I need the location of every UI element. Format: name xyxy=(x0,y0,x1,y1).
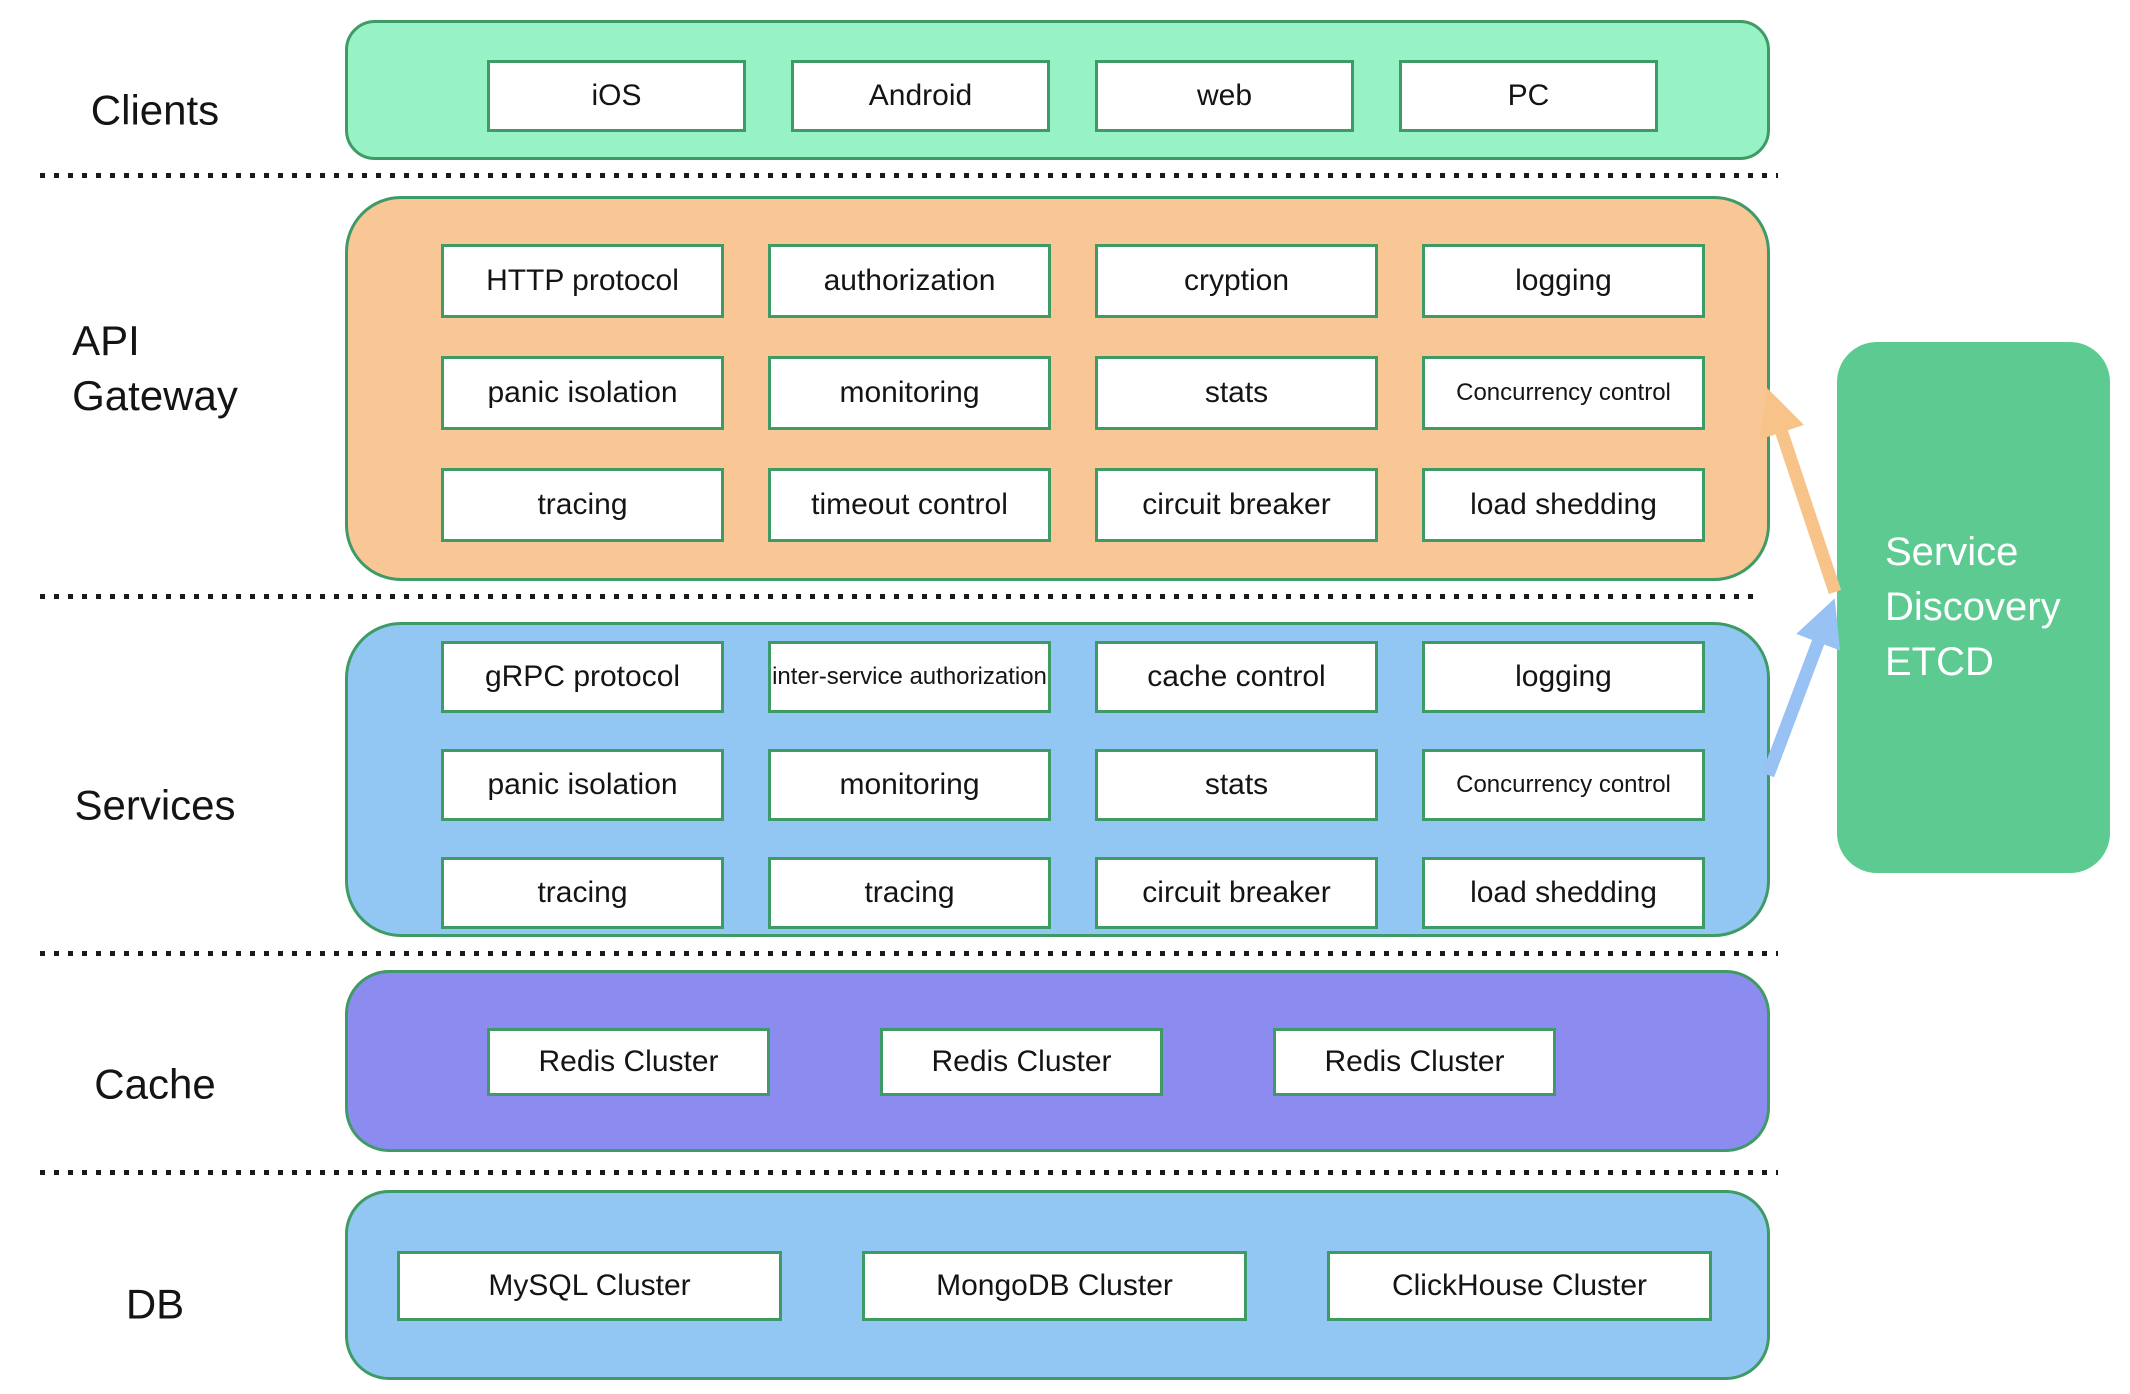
db-node-mysql: MySQL Cluster xyxy=(397,1251,782,1321)
api-node-concurrency-control: Concurrency control xyxy=(1422,356,1705,430)
service-node-circuit-breaker: circuit breaker xyxy=(1095,857,1378,929)
layer-label-services-text: Services xyxy=(74,781,236,829)
api-node-stats: stats xyxy=(1095,356,1378,430)
service-node-tracing-2: tracing xyxy=(768,857,1051,929)
api-gateway-band: HTTP protocol authorization cryption log… xyxy=(345,196,1770,581)
api-node-monitoring: monitoring xyxy=(768,356,1051,430)
api-node-cryption: cryption xyxy=(1095,244,1378,318)
layer-label-api-gateway-text: API Gateway xyxy=(72,316,238,419)
client-node-android: Android xyxy=(791,60,1050,132)
service-node-tracing-1: tracing xyxy=(441,857,724,929)
service-discovery-etcd-label: Service Discovery ETCD xyxy=(1885,529,2061,685)
service-node-monitoring: monitoring xyxy=(768,749,1051,821)
db-node-mongodb: MongoDB Cluster xyxy=(862,1251,1247,1321)
service-node-logging: logging xyxy=(1422,641,1705,713)
db-node-clickhouse: ClickHouse Cluster xyxy=(1327,1251,1712,1321)
separator-cache-db xyxy=(40,1170,1778,1175)
db-band: MySQL Cluster MongoDB Cluster ClickHouse… xyxy=(345,1190,1770,1380)
client-node-pc: PC xyxy=(1399,60,1658,132)
cache-node-redis-3: Redis Cluster xyxy=(1273,1028,1556,1096)
cache-band: Redis Cluster Redis Cluster Redis Cluste… xyxy=(345,970,1770,1152)
services-to-etcd-arrow xyxy=(1761,598,1841,778)
client-node-ios: iOS xyxy=(487,60,746,132)
api-node-tracing: tracing xyxy=(441,468,724,542)
layer-label-cache-text: Cache xyxy=(94,1060,216,1108)
service-discovery-etcd-box: Service Discovery ETCD xyxy=(1837,342,2110,873)
service-node-grpc-protocol: gRPC protocol xyxy=(441,641,724,713)
separator-services-cache xyxy=(40,951,1778,956)
separator-clients-api xyxy=(40,173,1778,178)
layer-label-services: Services xyxy=(0,777,310,832)
api-node-logging: logging xyxy=(1422,244,1705,318)
layer-label-db-text: DB xyxy=(125,1280,185,1328)
separator-api-services xyxy=(40,594,1762,599)
services-band: gRPC protocol inter-service authorizatio… xyxy=(345,622,1770,937)
layer-label-db: DB xyxy=(0,1276,310,1331)
etcd-to-api-gateway-arrow xyxy=(1759,387,1842,595)
api-node-circuit-breaker: circuit breaker xyxy=(1095,468,1378,542)
clients-band: iOS Android web PC xyxy=(345,20,1770,160)
layer-label-api-gateway: API Gateway xyxy=(0,313,310,423)
cache-node-redis-2: Redis Cluster xyxy=(880,1028,1163,1096)
layer-label-clients: Clients xyxy=(0,82,310,137)
layer-label-cache: Cache xyxy=(0,1056,310,1111)
service-node-inter-service-authorization: inter-service authorization xyxy=(768,641,1051,713)
service-node-load-shedding: load shedding xyxy=(1422,857,1705,929)
service-node-stats: stats xyxy=(1095,749,1378,821)
client-node-web: web xyxy=(1095,60,1354,132)
api-node-http-protocol: HTTP protocol xyxy=(441,244,724,318)
service-node-concurrency-control: Concurrency control xyxy=(1422,749,1705,821)
layer-label-clients-text: Clients xyxy=(90,86,220,134)
service-node-panic-isolation: panic isolation xyxy=(441,749,724,821)
api-node-authorization: authorization xyxy=(768,244,1051,318)
api-node-panic-isolation: panic isolation xyxy=(441,356,724,430)
cache-node-redis-1: Redis Cluster xyxy=(487,1028,770,1096)
api-node-load-shedding: load shedding xyxy=(1422,468,1705,542)
service-node-cache-control: cache control xyxy=(1095,641,1378,713)
api-node-timeout-control: timeout control xyxy=(768,468,1051,542)
